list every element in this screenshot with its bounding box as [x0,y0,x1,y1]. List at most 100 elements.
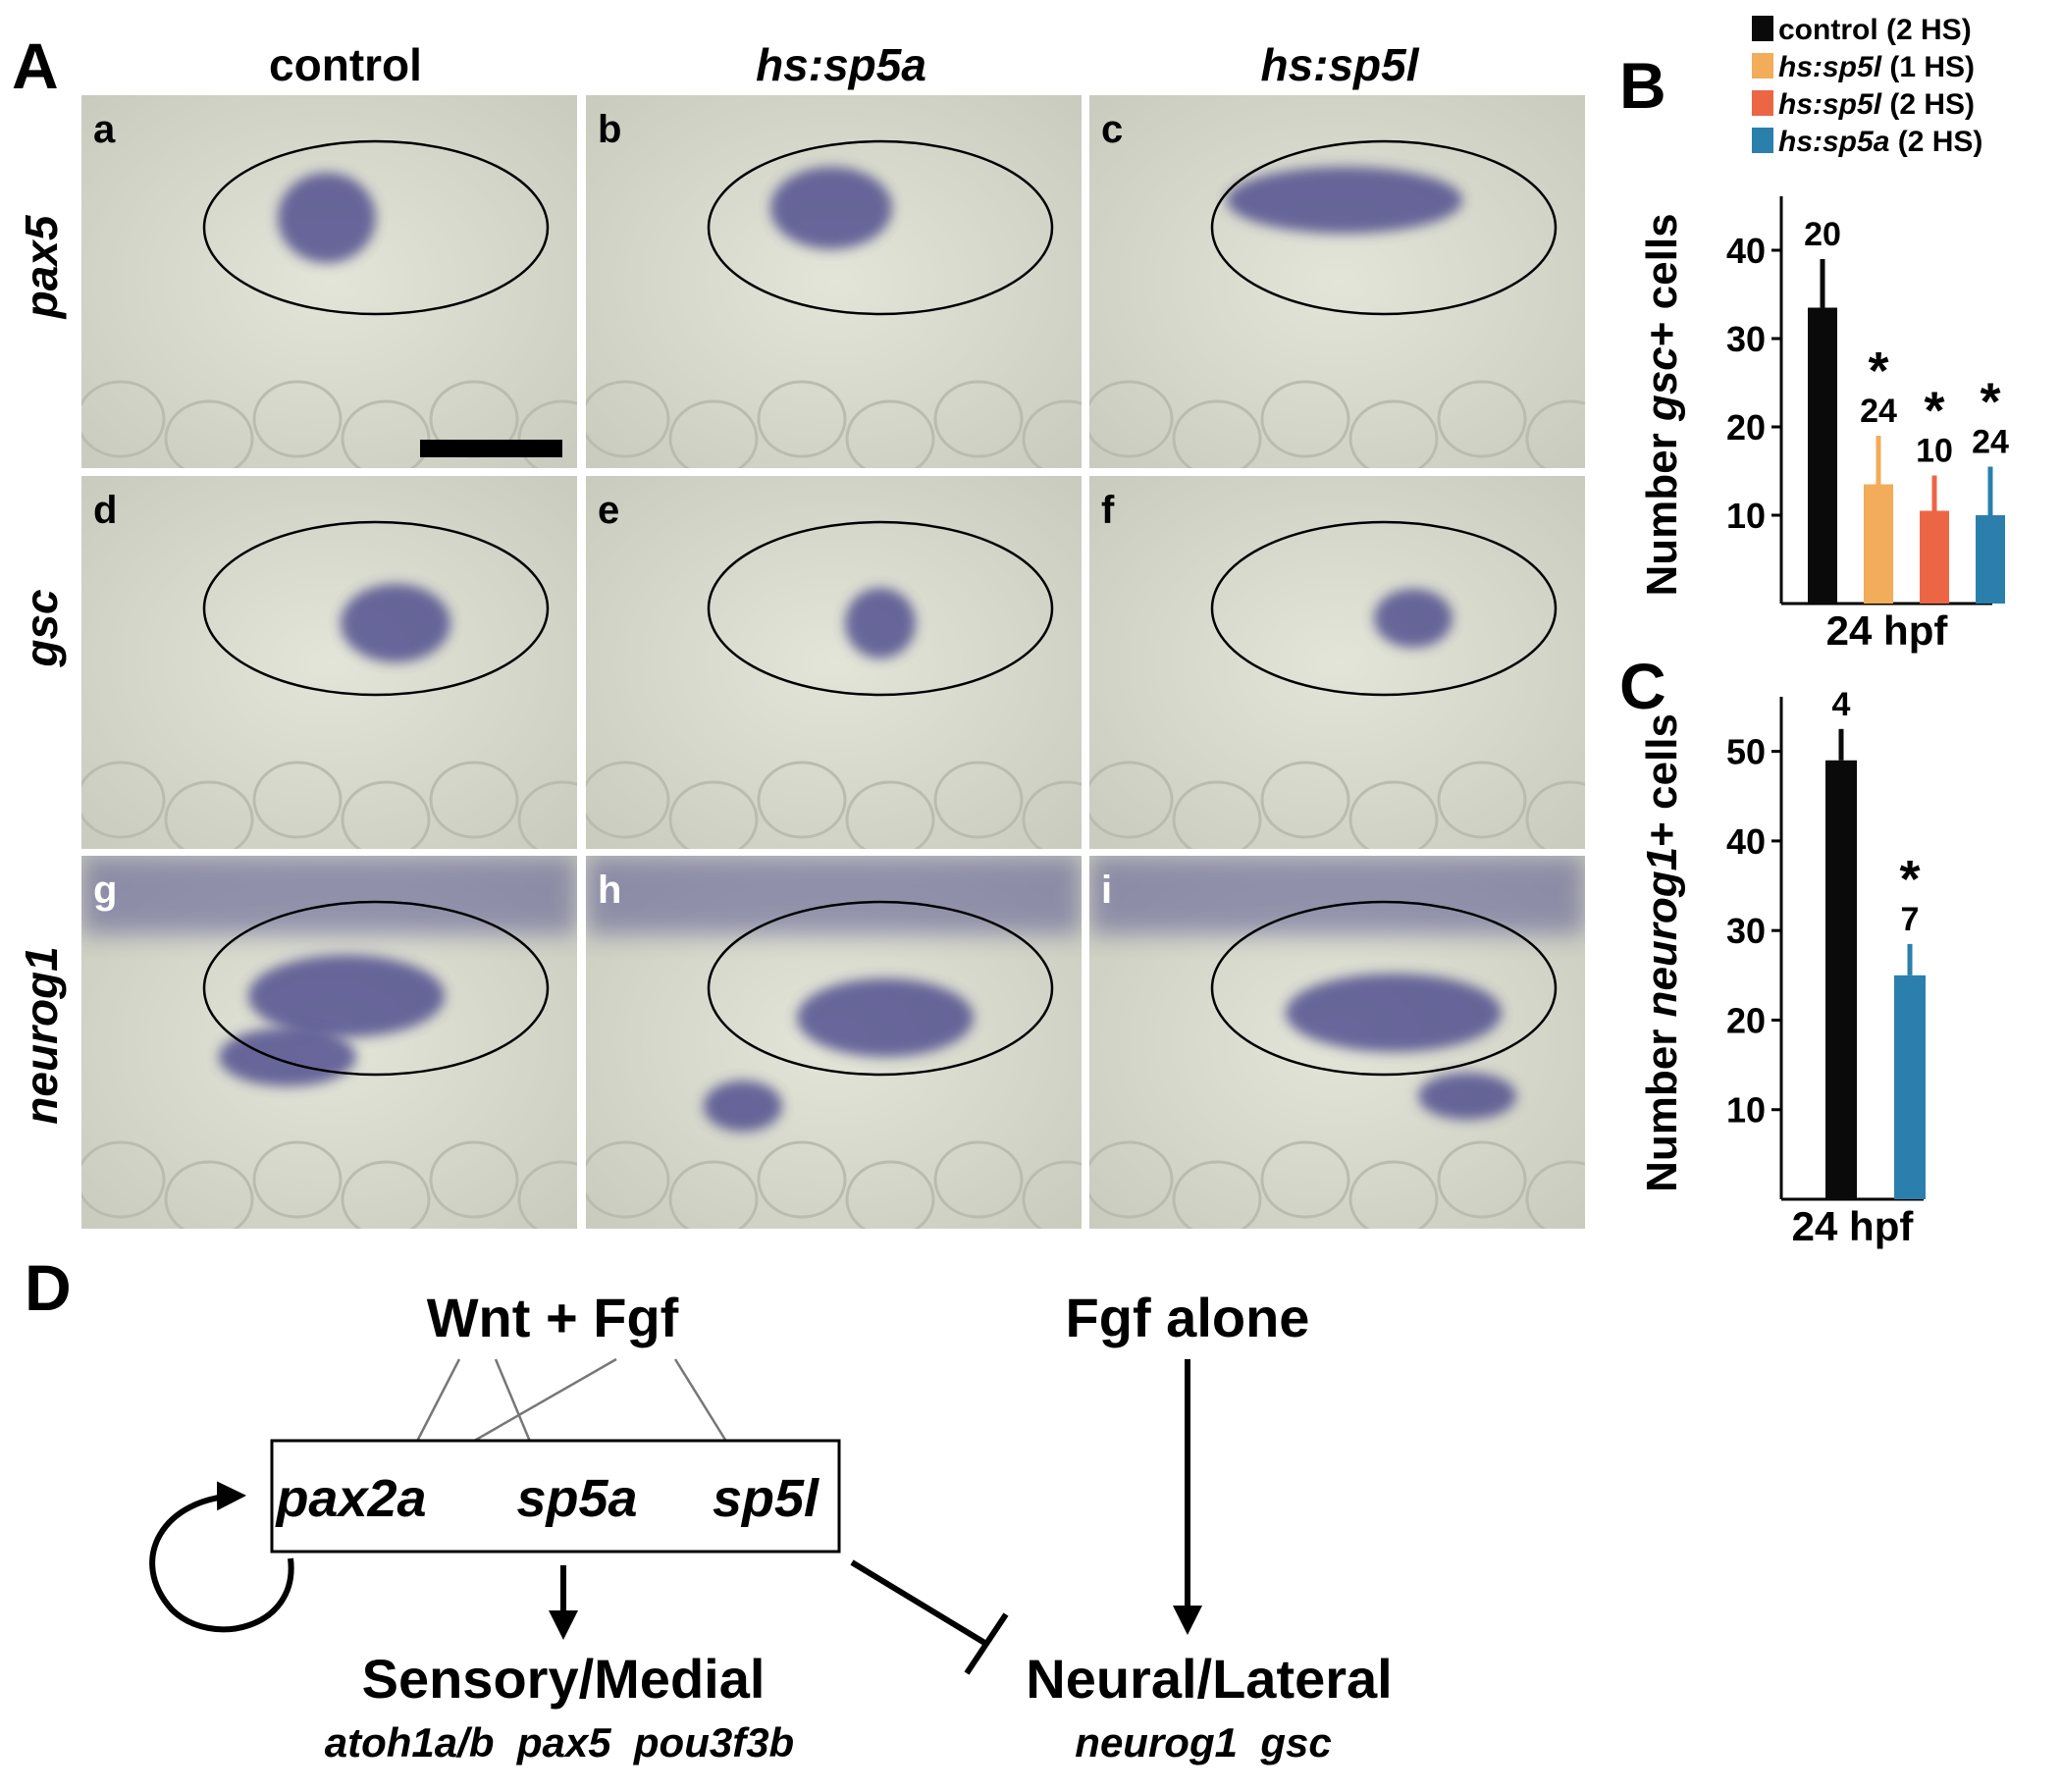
cell-outline [81,1140,166,1219]
fgf-alone-label: Fgf alone [1066,1287,1310,1348]
x-axis-label: 24 hpf [1826,607,1949,654]
bar [1894,975,1926,1199]
cell-outline [1022,1160,1082,1229]
cell-outline [1437,761,1527,839]
gene-pax2a: pax2a [274,1469,426,1528]
sample-size-label: 24 [1860,393,1897,430]
sample-size-label: 4 [1832,686,1851,723]
cell-outline [252,1140,343,1219]
panel-label-A: A [12,29,59,102]
sample-size-label: 24 [1972,424,2009,461]
cell-outline [164,399,254,468]
cell-outline [586,761,670,839]
otic-vesicle-outline [707,520,1054,697]
neural-genes: neurog1 gsc [1075,1719,1331,1766]
row-label-pax5: pax5 [16,214,67,320]
micrograph-panel-b: b [586,95,1082,468]
y-axis-label: Number neurog1+ cells [1638,713,1686,1192]
cell-outline [517,1160,577,1229]
cell-outline [252,380,343,458]
cell-outline [429,1140,519,1219]
cell-outline [1525,1160,1585,1229]
stain-blob [704,1080,782,1132]
legend-entry: hs:sp5a (2 HS) [1778,126,1982,158]
panel-label-D: D [25,1251,72,1324]
cell-outline [845,780,935,849]
cell-outline [1260,1140,1350,1219]
y-tick-label: 40 [1726,821,1766,862]
bar [1808,307,1837,604]
autoregulation-loop [149,1481,294,1633]
cell-outline [845,1160,935,1229]
otic-vesicle-outline [202,900,550,1077]
otic-vesicle-outline [1210,520,1558,697]
significance-star: * [1980,373,2000,432]
stain-blob [845,588,916,659]
diagram-d: Wnt + Fgf Fgf alone pax2a sp5a sp5l Sens… [149,1287,1393,1766]
sample-size-label: 20 [1804,216,1841,253]
otic-vesicle-outline [202,139,550,316]
stain-blob [341,584,450,662]
cell-outline [81,761,166,839]
cell-outline [1348,399,1439,468]
legend-swatch [1752,16,1773,41]
gene-sp5a: sp5a [516,1469,637,1528]
bar [1825,760,1857,1199]
cell-outline [81,380,166,458]
otic-vesicle-outline [202,520,550,697]
cell-outline [1260,380,1350,458]
sensory-medial-title: Sensory/Medial [362,1648,766,1710]
gene-box [270,1439,841,1554]
row-label-neurog1: neurog1 [16,946,67,1124]
neural-tube-stain [586,856,1082,934]
stain-blob [1286,974,1502,1052]
cell-outline [341,1160,431,1229]
stain-blob [1418,1073,1516,1120]
row-label-gsc: gsc [16,589,67,667]
stain-blob [248,955,445,1037]
cell-outline [668,1160,759,1229]
sample-size-label: 7 [1901,901,1920,938]
cell-outline [757,1140,847,1219]
cell-outline [164,780,254,849]
sub-label-i: i [1101,869,1112,912]
sample-size-label: 10 [1916,433,1953,470]
cell-outline [1022,399,1082,468]
cell-outline [1348,1160,1439,1229]
sub-label-e: e [598,489,619,532]
cell-outline [429,761,519,839]
y-axis-label: Number gsc+ cells [1638,213,1686,596]
significance-star: * [1868,342,1888,400]
sub-label-a: a [93,108,116,151]
legend-entry: hs:sp5l (2 HS) [1778,88,1975,121]
stain-blob [278,173,376,263]
bar [1976,515,2005,604]
cell-outline [517,399,577,468]
neural-tube-stain [1089,856,1585,934]
significance-star: * [1924,382,1944,441]
cell-outline [1525,399,1585,468]
sub-label-g: g [93,869,117,912]
cell-outline [845,399,935,468]
sensory-genes: atoh1a/b pax5 pou3f3b [325,1719,794,1766]
micrograph-panel-e: e [586,476,1082,849]
cell-outline [1089,1140,1174,1219]
micrograph-panel-f: f [1089,476,1585,849]
stain-blob [770,167,892,249]
cell-outline [586,1140,670,1219]
sub-label-f: f [1101,489,1115,532]
y-tick-label: 20 [1726,1000,1766,1040]
cell-outline [586,380,670,458]
stain-blob [1374,589,1453,648]
y-tick-label: 20 [1726,407,1766,448]
column-header-hs-sp5a: hs:sp5a [756,39,926,90]
neural-lateral-title: Neural/Lateral [1026,1648,1393,1710]
sub-label-c: c [1101,108,1123,151]
column-header-hs-sp5l: hs:sp5l [1260,39,1419,90]
otic-vesicle-outline [1210,139,1558,316]
micrograph-panel-i: i [1089,856,1585,1229]
cell-outline [1260,761,1350,839]
scale-bar [420,440,562,457]
bar [1920,510,1949,604]
legend-entry: control (2 HS) [1778,14,1972,46]
